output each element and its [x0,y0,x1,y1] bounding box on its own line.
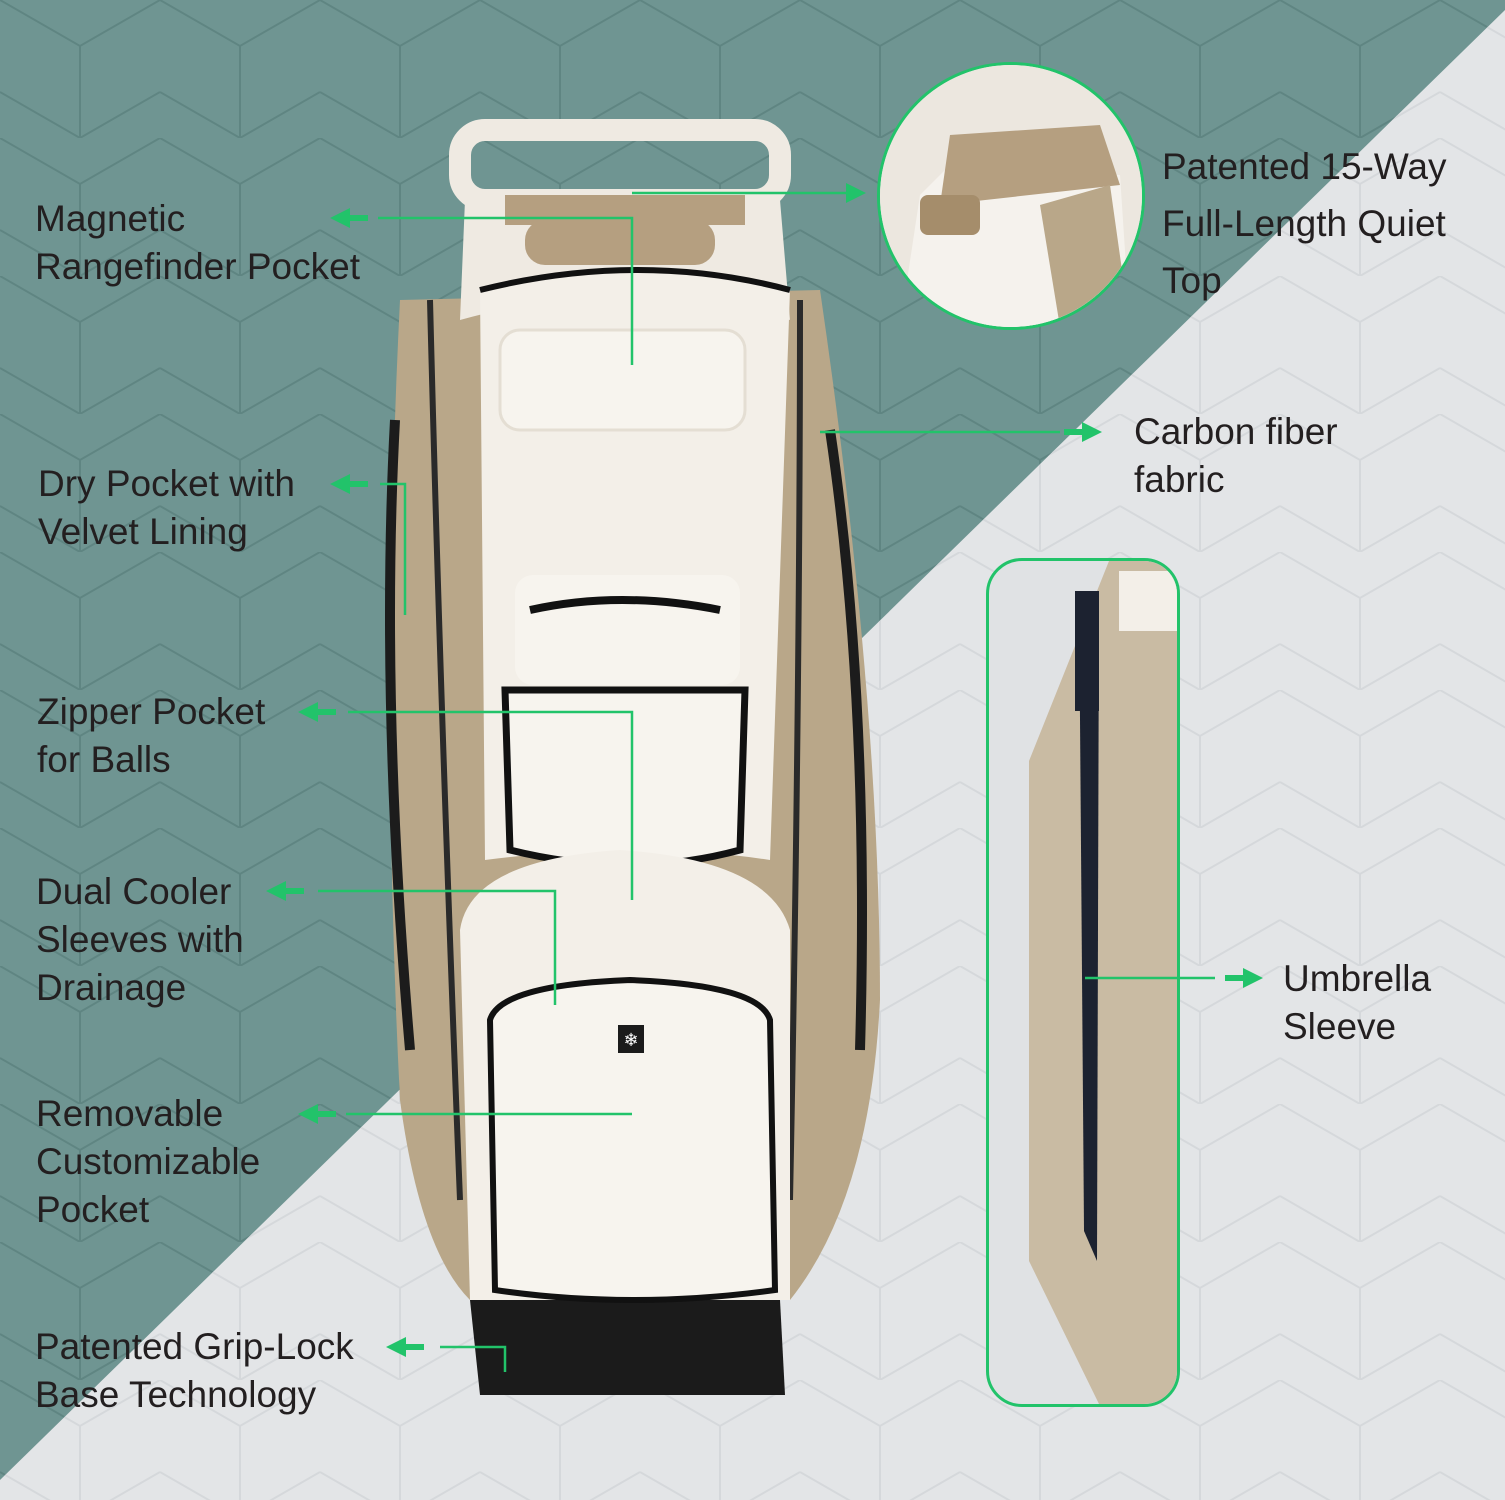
label-line: Zipper Pocket [37,691,266,732]
label-line: Dry Pocket with [38,463,296,504]
label-cooler-sleeves: Dual Cooler Sleeves with Drainage [36,868,244,1012]
label-line: Base Technology [35,1374,317,1415]
label-line: Carbon fiber [1134,411,1338,452]
label-line: Removable [36,1093,224,1134]
label-line: Velvet Lining [38,511,248,552]
label-zipper-pocket: Zipper Pocket for Balls [37,688,265,784]
label-umbrella-sleeve: Umbrella Sleeve [1283,955,1431,1051]
label-quiet-top: Patented 15-Way Full-Length Quiet Top [1162,138,1447,309]
label-line: for Balls [37,739,171,780]
label-removable-pocket: Removable Customizable Pocket [36,1090,260,1234]
label-line: Rangefinder Pocket [35,246,360,287]
label-rangefinder-pocket: Magnetic Rangefinder Pocket [35,195,360,291]
snowflake-icon: ❄ [623,1030,638,1050]
umbrella-sleeve-inset [986,558,1180,1407]
label-line: Sleeves with [36,919,244,960]
label-dry-pocket: Dry Pocket with Velvet Lining [38,460,295,556]
label-carbon-fiber: Carbon fiber fabric [1134,408,1338,504]
label-line: Drainage [36,967,187,1008]
label-grip-lock-base: Patented Grip-Lock Base Technology [35,1323,354,1419]
label-line: Customizable [36,1141,261,1182]
golf-bag-illustration: ❄ [385,119,880,1395]
label-line: Umbrella [1283,958,1432,999]
label-line: Sleeve [1283,1006,1397,1047]
label-line: Top [1162,260,1222,301]
label-line: Dual Cooler [36,871,232,912]
label-line: Magnetic [35,198,186,239]
label-line: Patented 15-Way [1162,146,1447,187]
label-line: fabric [1134,459,1225,500]
label-line: Patented Grip-Lock [35,1326,354,1367]
quiet-top-inset [877,62,1145,330]
label-line: Full-Length Quiet [1162,203,1446,244]
label-line: Pocket [36,1189,150,1230]
